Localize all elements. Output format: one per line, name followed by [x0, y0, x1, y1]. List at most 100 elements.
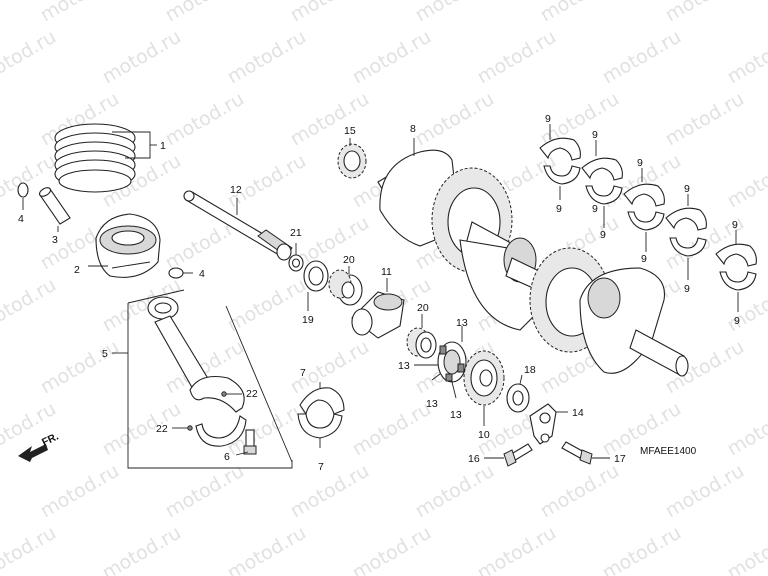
- callout-21: 21: [290, 227, 302, 239]
- watermark-text: motod.ru: [412, 0, 498, 26]
- watermark-text: motod.ru: [99, 398, 185, 461]
- watermark-text: motod.ru: [474, 522, 560, 576]
- crankshaft[interactable]: [377, 149, 689, 377]
- callout-3: 3: [52, 234, 58, 246]
- watermark-text: motod.ru: [37, 460, 123, 523]
- watermark-text: motod.ru: [349, 26, 435, 89]
- watermark-text: motod.ru: [662, 460, 748, 523]
- piston[interactable]: [95, 213, 161, 278]
- watermark-text: motod.ru: [287, 460, 373, 523]
- callout-9k: 9: [592, 203, 598, 215]
- washer-18[interactable]: [506, 383, 530, 413]
- watermark-text: motod.ru: [724, 26, 768, 89]
- callout-11: 11: [381, 266, 392, 278]
- watermark-text: motod.ru: [224, 26, 310, 89]
- watermark-text: motod.ru: [724, 522, 768, 576]
- watermark-text: motod.ru: [662, 88, 748, 151]
- pulser-rotor[interactable]: [529, 403, 557, 445]
- callout-7b: 7: [318, 461, 324, 473]
- callout-6: 6: [224, 451, 230, 463]
- watermark-text: motod.ru: [349, 522, 435, 576]
- watermark-text: motod.ru: [224, 150, 310, 213]
- watermark-text: motod.ru: [0, 26, 60, 89]
- callout-9i: 9: [684, 283, 690, 295]
- main-bearing-2[interactable]: [581, 157, 623, 205]
- piston-pin[interactable]: [38, 186, 71, 225]
- main-bearing-4[interactable]: [665, 207, 707, 257]
- watermark-text: motod.ru: [99, 26, 185, 89]
- callout-15: 15: [344, 125, 356, 137]
- needle-bearing-20b[interactable]: [406, 327, 437, 359]
- watermark-text: motod.ru: [474, 26, 560, 89]
- callout-2: 2: [74, 264, 80, 276]
- connecting-rod[interactable]: [147, 296, 245, 413]
- main-bearing-1[interactable]: [539, 137, 581, 185]
- callout-22a: 22: [246, 388, 258, 400]
- callout-8: 8: [410, 123, 416, 135]
- watermark-text: motod.ru: [162, 0, 248, 26]
- main-bearing-5[interactable]: [715, 243, 757, 291]
- watermark-text: motod.ru: [724, 398, 768, 461]
- watermark-text: motod.ru: [349, 398, 435, 461]
- callout-9j: 9: [734, 315, 740, 327]
- callout-20a: 20: [343, 254, 355, 266]
- callout-9f: 9: [556, 203, 562, 215]
- callout-13a: 13: [456, 317, 468, 329]
- callout-9d: 9: [684, 183, 690, 195]
- piston-rings[interactable]: [54, 123, 136, 193]
- watermark-text: motod.ru: [599, 522, 685, 576]
- watermark-text: motod.ru: [224, 522, 310, 576]
- watermark-text: motod.ru: [412, 88, 498, 151]
- callout-9e: 9: [732, 219, 738, 231]
- callout-13c: 13: [426, 398, 438, 410]
- piston-pin-clip-right[interactable]: [168, 267, 184, 279]
- thrust-washer-19[interactable]: [303, 260, 329, 292]
- watermark-text: motod.ru: [599, 26, 685, 89]
- callout-12: 12: [230, 184, 242, 196]
- callout-9c: 9: [637, 157, 643, 169]
- watermark-text: motod.ru: [162, 460, 248, 523]
- bolt-16[interactable]: [503, 443, 533, 467]
- watermark-text: motod.ru: [724, 150, 768, 213]
- callout-10: 10: [478, 429, 490, 441]
- bearing-leaders: [549, 124, 739, 312]
- callout-17: 17: [614, 453, 626, 465]
- watermark-text: motod.ru: [287, 0, 373, 26]
- callout-19: 19: [302, 314, 314, 326]
- callout-22b: 22: [156, 423, 168, 435]
- cam-sprocket[interactable]: [337, 143, 367, 179]
- primary-shaft[interactable]: [183, 190, 293, 261]
- watermark-text: motod.ru: [0, 274, 60, 337]
- callout-18: 18: [524, 364, 536, 376]
- callout-13d: 13: [450, 409, 462, 421]
- needle-bearing-20a[interactable]: [328, 269, 363, 306]
- primary-drive-gear[interactable]: [463, 350, 505, 406]
- piston-pin-clip-left[interactable]: [17, 182, 29, 198]
- bolt-17[interactable]: [561, 441, 593, 465]
- callout-4b: 4: [199, 268, 205, 280]
- watermark-text: motod.ru: [224, 274, 310, 337]
- rod-bolt[interactable]: [243, 429, 257, 455]
- callout-4a: 4: [18, 213, 24, 225]
- watermark-text: motod.ru: [0, 522, 60, 576]
- callout-16: 16: [468, 453, 480, 465]
- watermark-text: motod.ru: [287, 88, 373, 151]
- thrust-washer-21[interactable]: [288, 254, 304, 272]
- callout-13b: 13: [398, 360, 410, 372]
- main-bearing-3[interactable]: [623, 183, 665, 231]
- damper-rubbers[interactable]: [437, 341, 467, 383]
- callout-5: 5: [102, 348, 108, 360]
- conrod-bearing-lower[interactable]: [297, 413, 343, 439]
- watermark-text: motod.ru: [37, 336, 123, 399]
- diagram-code: MFAEE1400: [640, 446, 697, 457]
- watermark-text: motod.ru: [412, 460, 498, 523]
- callout-9h: 9: [641, 253, 647, 265]
- callout-7a: 7: [300, 367, 306, 379]
- watermark-text: motod.ru: [37, 0, 123, 26]
- connecting-rod-cap[interactable]: [195, 415, 247, 447]
- watermark-text: motod.ru: [162, 88, 248, 151]
- primary-sleeve[interactable]: [351, 291, 405, 339]
- watermark-text: motod.ru: [99, 522, 185, 576]
